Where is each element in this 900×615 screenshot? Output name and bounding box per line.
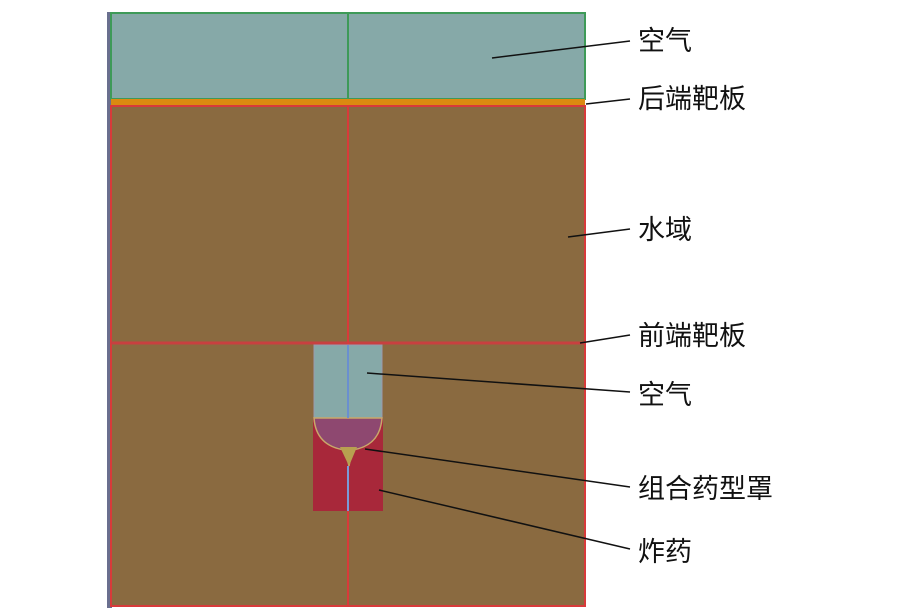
label-explosive: 炸药 [638, 537, 692, 568]
label-rear-plate: 后端靶板 [638, 84, 746, 115]
label-liner: 组合药型罩 [638, 474, 773, 505]
leader-water [567, 228, 631, 238]
label-water: 水域 [638, 215, 692, 246]
label-front-plate: 前端靶板 [638, 321, 746, 352]
leader-front-plate [579, 334, 631, 344]
model-left-edge [107, 12, 112, 608]
leader-air-cavity [366, 372, 631, 393]
leader-explosive [378, 489, 631, 550]
liner-tip [340, 447, 357, 466]
rear-target-plate [111, 99, 585, 106]
leader-rear-plate [585, 98, 631, 105]
label-air-cavity: 空气 [638, 380, 692, 411]
label-air-top: 空气 [638, 26, 692, 57]
leader-air-top [491, 40, 631, 59]
leader-liner [364, 448, 631, 488]
